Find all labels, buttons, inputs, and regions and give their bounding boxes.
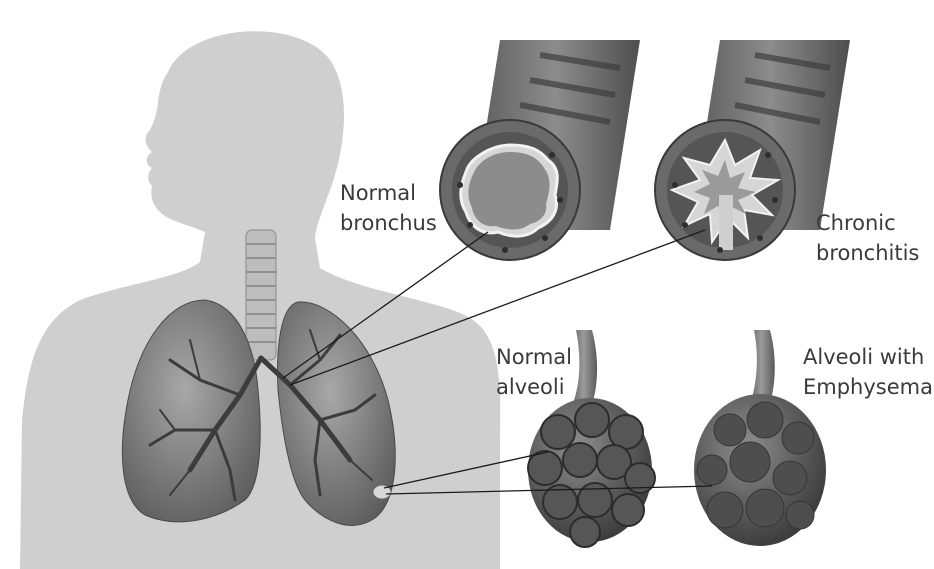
label-normal-alveoli: Normal alveoli <box>496 342 572 402</box>
label-normal-alveoli-line2: alveoli <box>496 372 572 402</box>
label-normal-alveoli-line1: Normal <box>496 342 572 372</box>
trachea <box>246 230 276 360</box>
label-normal-bronchus-line2: bronchus <box>340 208 437 238</box>
label-chronic-bronchitis-line1: Chronic <box>816 208 919 238</box>
label-alveoli-emphysema-line2: Emphysema <box>803 372 933 402</box>
label-chronic-bronchitis-line2: bronchitis <box>816 238 919 268</box>
label-normal-bronchus-line1: Normal <box>340 178 437 208</box>
label-chronic-bronchitis: Chronic bronchitis <box>816 208 919 268</box>
label-alveoli-emphysema-line1: Alveoli with <box>803 342 933 372</box>
label-normal-bronchus: Normal bronchus <box>340 178 437 238</box>
label-alveoli-emphysema: Alveoli with Emphysema <box>803 342 933 402</box>
normal-bronchus-illustration <box>440 40 640 260</box>
